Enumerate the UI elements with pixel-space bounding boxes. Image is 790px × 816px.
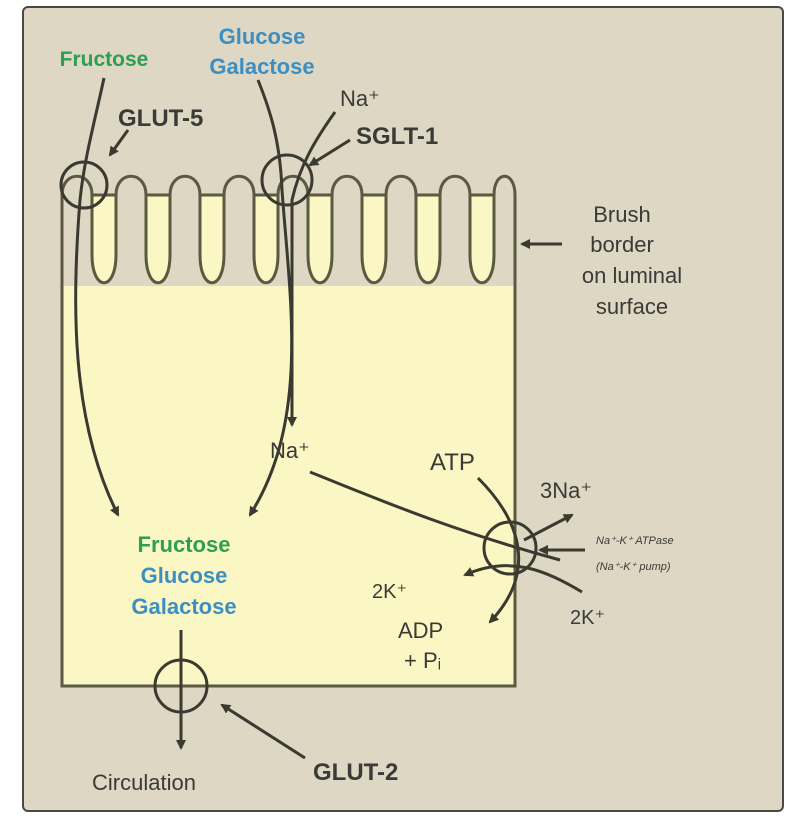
cytosol-fructose-label: Fructose [138, 532, 231, 557]
pi-label: + Pᵢ [404, 648, 441, 673]
three-na-label: 3Na⁺ [540, 478, 592, 503]
lumen-fructose-label: Fructose [60, 48, 149, 71]
glut5-pointer [110, 130, 128, 155]
circulation-label: Circulation [92, 770, 196, 795]
brush-border-line-2: border [590, 232, 654, 257]
sglt1-label: SGLT-1 [356, 123, 438, 150]
sglt1-pointer [310, 140, 350, 165]
adp-label: ADP [398, 618, 443, 643]
brush-border-line-4: surface [596, 294, 668, 319]
brush-border-line-3: on luminal [582, 263, 682, 288]
glut2-label: GLUT-2 [313, 759, 398, 786]
lumen-na-label: Na⁺ [340, 86, 380, 111]
glut5-label: GLUT-5 [118, 105, 203, 132]
glut2-pointer [222, 705, 305, 758]
cytosol-glucose-label: Glucose [141, 563, 228, 588]
lumen-galactose-label: Galactose [209, 54, 314, 79]
two-k-out-label: 2K⁺ [570, 607, 605, 629]
cytosol-na-label: Na⁺ [270, 438, 310, 463]
three-na-out-arrow [524, 515, 572, 540]
lumen-glucose-label: Glucose [219, 24, 306, 49]
cytosol-galactose-label: Galactose [131, 594, 236, 619]
brush-border-line-1: Brush [593, 202, 650, 227]
atp-label: ATP [430, 449, 475, 476]
pump-name-line-1: Na⁺-K⁺ ATPase [596, 535, 674, 547]
two-k-in-label: 2K⁺ [372, 581, 407, 603]
pump-name-line-2: (Na⁺-K⁺ pump) [596, 561, 671, 573]
